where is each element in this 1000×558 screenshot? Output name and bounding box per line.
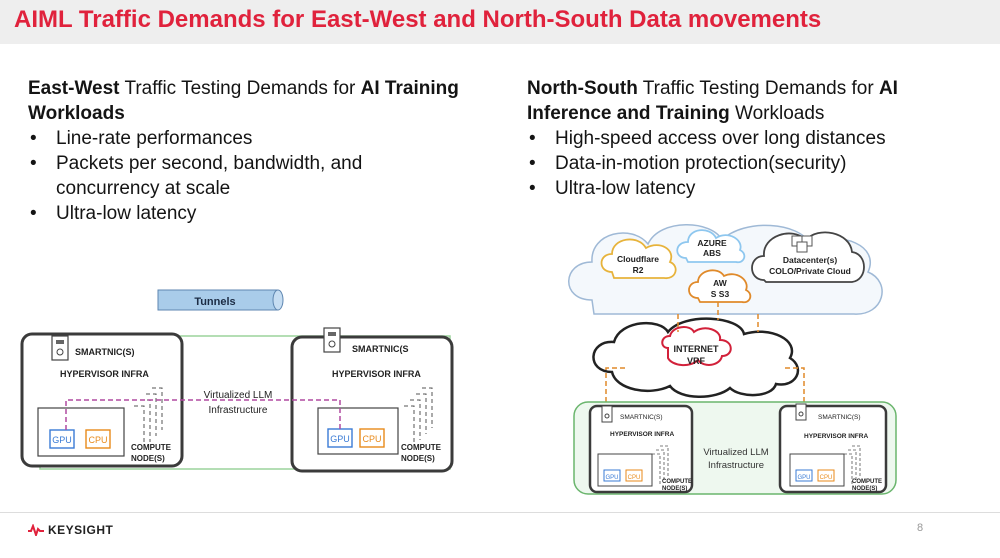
tunnel-pipe: Tunnels xyxy=(157,289,284,311)
svg-text:COMPUTE: COMPUTE xyxy=(401,443,442,452)
smartnic-icon xyxy=(323,327,341,353)
svg-text:COLO/Private Cloud: COLO/Private Cloud xyxy=(769,266,851,276)
east-west-heading: East-West Traffic Testing Demands for AI… xyxy=(28,78,459,124)
aws-cloud: AW S S3 xyxy=(688,269,752,304)
cpu-chip-icon: CPU xyxy=(359,428,385,448)
right-server: SMARTNIC(S HYPERVISOR INFRA GPU CPU COMP… xyxy=(290,327,454,473)
svg-text:COMPUTE: COMPUTE xyxy=(131,443,172,452)
svg-text:CPU: CPU xyxy=(88,435,107,445)
smartnic-label: SMARTNIC(S xyxy=(352,344,409,354)
smartnic-label: SMARTNIC(S) xyxy=(75,347,135,357)
title-bar xyxy=(0,0,1000,44)
svg-text:S S3: S S3 xyxy=(711,289,730,299)
svg-text:CPU: CPU xyxy=(628,475,641,481)
cpu-chip-icon: CPU xyxy=(625,469,643,482)
server-stack-icon xyxy=(791,235,813,253)
azure-cloud: AZURE ABS xyxy=(676,229,746,264)
svg-text:NODE(S): NODE(S) xyxy=(662,486,687,492)
svg-text:INTERNET: INTERNET xyxy=(674,344,720,354)
connection-lines xyxy=(605,302,805,410)
svg-text:NODE(S): NODE(S) xyxy=(401,454,435,463)
svg-text:Infrastructure: Infrastructure xyxy=(708,460,764,471)
keysight-logo: KEYSIGHT xyxy=(28,523,113,537)
svg-text:SMARTNIC(S): SMARTNIC(S) xyxy=(818,414,861,421)
hypervisor-label: HYPERVISOR INFRA xyxy=(332,369,421,379)
svg-text:AW: AW xyxy=(713,278,728,288)
svg-text:GPU: GPU xyxy=(605,475,618,481)
svg-text:GPU: GPU xyxy=(330,434,350,444)
slide-title: AIML Traffic Demands for East-West and N… xyxy=(14,6,822,33)
gpu-chip-icon: GPU xyxy=(49,429,75,449)
datacenter-cloud: Datacenter(s) COLO/Private Cloud xyxy=(751,231,865,283)
north-south-heading: North-South Traffic Testing Demands for … xyxy=(527,78,898,124)
brand-name: KEYSIGHT xyxy=(48,523,114,537)
svg-text:HYPERVISOR INFRA: HYPERVISOR INFRA xyxy=(804,433,868,440)
footer-divider xyxy=(0,512,1000,513)
svg-text:GPU: GPU xyxy=(52,435,72,445)
svg-text:NODE(S): NODE(S) xyxy=(131,454,165,463)
svg-text:GPU: GPU xyxy=(797,475,810,481)
svg-text:Cloudflare: Cloudflare xyxy=(617,254,659,264)
svg-text:R2: R2 xyxy=(633,265,644,275)
tunnels-label: Tunnels xyxy=(194,296,235,308)
svg-text:Infrastructure: Infrastructure xyxy=(209,405,268,416)
north-south-bullets: High-speed access over long distances Da… xyxy=(527,126,987,201)
bullet-item: Packets per second, bandwidth, and concu… xyxy=(30,151,468,201)
svg-text:CPU: CPU xyxy=(820,475,833,481)
gpu-chip-icon: GPU xyxy=(795,469,813,482)
svg-text:VRF: VRF xyxy=(687,356,706,366)
hypervisor-label: HYPERVISOR INFRA xyxy=(60,369,149,379)
cpu-chip-icon: CPU xyxy=(85,429,111,449)
gpu-chip-icon: GPU xyxy=(327,428,353,448)
svg-text:SMARTNIC(S): SMARTNIC(S) xyxy=(620,414,663,421)
svg-text:HYPERVISOR INFRA: HYPERVISOR INFRA xyxy=(610,431,674,438)
svg-text:COMPUTE: COMPUTE xyxy=(662,479,692,485)
svg-text:Datacenter(s): Datacenter(s) xyxy=(783,255,837,265)
smartnic-icon xyxy=(51,335,69,361)
svg-text:CPU: CPU xyxy=(362,434,381,444)
cloudflare-cloud: Cloudflare R2 xyxy=(600,238,677,279)
internet-cloud: INTERNET VRF xyxy=(592,317,800,398)
bullet-item: High-speed access over long distances xyxy=(529,126,987,151)
page-number: 8 xyxy=(917,522,924,534)
smartnic-icon xyxy=(601,405,613,423)
cpu-chip-icon: CPU xyxy=(817,469,835,482)
keysight-wave-icon xyxy=(28,524,44,536)
right-mini-server: SMARTNIC(S) HYPERVISOR INFRA GPU CPU COM… xyxy=(778,403,888,494)
svg-text:NODE(S): NODE(S) xyxy=(852,486,877,492)
gpu-chip-icon: GPU xyxy=(603,469,621,482)
bullet-item: Data-in-motion protection(security) xyxy=(529,151,987,176)
north-south-section: North-South Traffic Testing Demands for … xyxy=(527,76,987,201)
bullet-item: Line-rate performances xyxy=(30,126,468,151)
svg-text:Virtualized LLM: Virtualized LLM xyxy=(204,390,273,401)
svg-text:ABS: ABS xyxy=(703,248,721,258)
smartnic-icon xyxy=(795,403,807,421)
svg-text:COMPUTE: COMPUTE xyxy=(852,479,882,485)
svg-text:AZURE: AZURE xyxy=(697,238,727,248)
east-west-bullets: Line-rate performances Packets per secon… xyxy=(28,126,468,226)
bullet-item: Ultra-low latency xyxy=(529,176,987,201)
east-west-section: East-West Traffic Testing Demands for AI… xyxy=(28,76,468,226)
svg-text:Virtualized LLM: Virtualized LLM xyxy=(703,447,768,458)
left-mini-server: SMARTNIC(S) HYPERVISOR INFRA GPU CPU COM… xyxy=(588,404,694,494)
bullet-item: Ultra-low latency xyxy=(30,201,468,226)
